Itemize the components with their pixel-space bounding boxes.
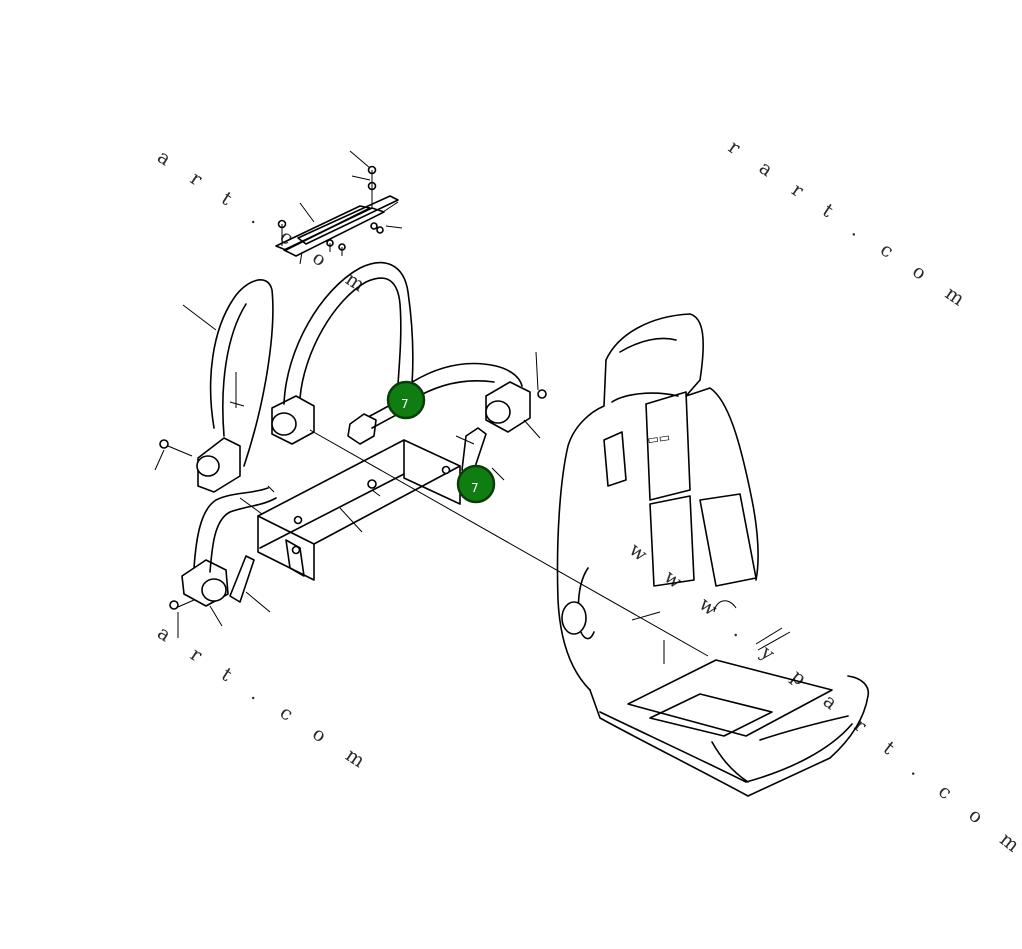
left-belt-retractor <box>154 279 274 493</box>
callout-7-lower-label: 7 <box>471 481 479 495</box>
mounting-plate-assembly <box>275 150 403 265</box>
callout-7-lower[interactable]: 7 <box>456 464 496 504</box>
watermark-bottom-left: a r t . c o m <box>153 622 378 778</box>
operator-seat: ▭▭ <box>556 313 870 797</box>
center-belt-loop <box>271 261 414 445</box>
callout-7-upper[interactable]: 7 <box>386 380 426 420</box>
left-buckle-stalk <box>169 485 277 638</box>
right-belt-retractor <box>405 351 547 481</box>
callout-7-upper-label: 7 <box>401 397 409 411</box>
belt-mounting-bracket <box>257 439 461 581</box>
leader-line <box>309 429 709 657</box>
svg-text:▭▭: ▭▭ <box>646 430 670 447</box>
watermark-top-right: r a r t . c o m <box>724 136 977 317</box>
